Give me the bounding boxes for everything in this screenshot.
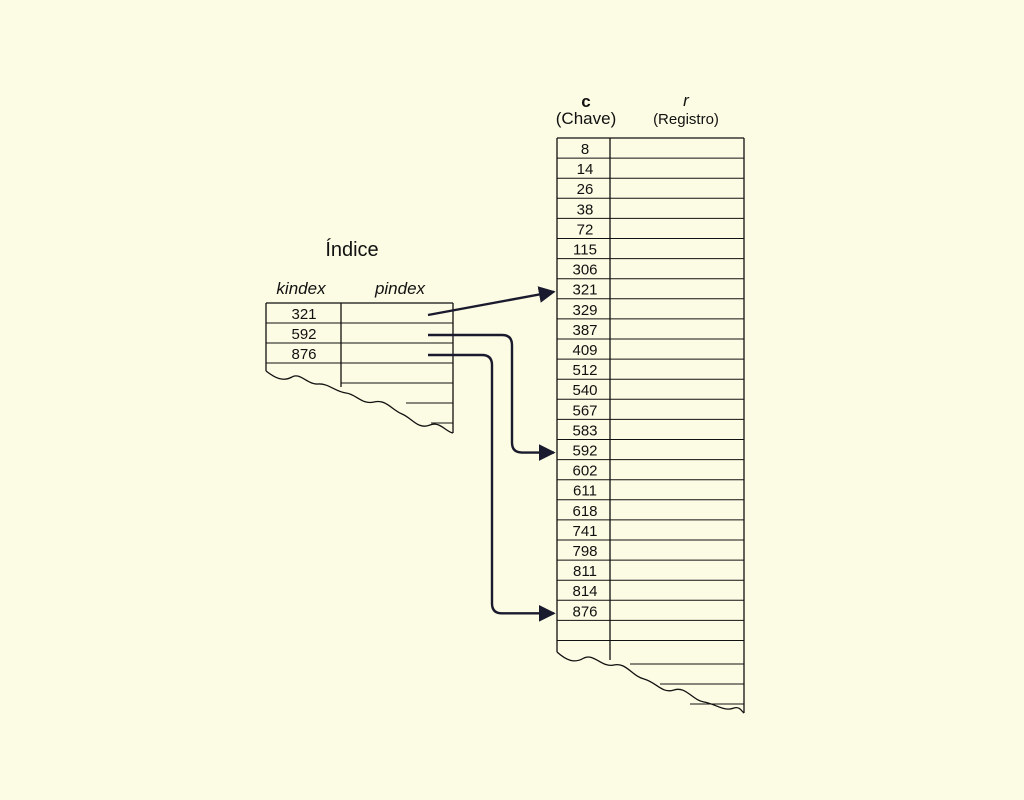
data-key-cell: 567: [572, 402, 597, 419]
data-key-cell: 602: [572, 463, 597, 480]
index-key-column: 321 592 876: [291, 306, 316, 363]
pointer-arrow-876: [428, 353, 556, 622]
data-key-cell: 72: [577, 221, 594, 238]
data-key-cell: 618: [572, 503, 597, 520]
data-key-cell: 512: [572, 362, 597, 379]
data-key-cell: 741: [572, 523, 597, 540]
record-column-subtitle: (Registro): [653, 111, 719, 128]
key-column-subtitle: (Chave): [556, 109, 616, 128]
key-column-title: c: [581, 92, 590, 111]
kindex-header: kindex: [276, 279, 326, 298]
data-key-cell: 321: [572, 282, 597, 299]
record-column-title: r: [683, 91, 690, 110]
data-torn-edge: [556, 651, 745, 714]
data-key-cell: 38: [577, 201, 594, 218]
data-key-cell: 115: [573, 242, 597, 259]
data-key-column: 8142638721153063213293874095125405675835…: [572, 141, 597, 620]
index-torn-edge: [265, 370, 454, 434]
data-key-cell: 387: [572, 322, 597, 339]
data-key-cell: 8: [581, 141, 589, 158]
data-key-cell: 26: [577, 181, 594, 198]
index-key-cell: 321: [291, 306, 316, 323]
data-key-cell: 306: [572, 262, 597, 279]
data-table: [556, 137, 745, 714]
data-key-cell: 611: [573, 483, 597, 500]
pointer-arrows: [427, 286, 556, 622]
data-key-cell: 876: [572, 603, 597, 620]
data-key-cell: 329: [572, 302, 597, 319]
index-key-cell: 876: [291, 346, 316, 363]
data-key-cell: 540: [572, 382, 597, 399]
index-table: [265, 302, 454, 434]
data-key-cell: 811: [573, 563, 597, 580]
data-key-cell: 798: [572, 543, 597, 560]
data-key-cell: 583: [572, 422, 597, 439]
data-key-cell: 814: [572, 583, 597, 600]
index-key-cell: 592: [291, 326, 316, 343]
data-key-cell: 592: [572, 443, 597, 460]
data-key-cell: 14: [577, 161, 594, 178]
data-key-cell: 409: [572, 342, 597, 359]
index-title: Índice: [325, 238, 378, 261]
pindex-header: pindex: [374, 279, 426, 298]
pointer-arrow-592: [428, 333, 556, 461]
pointer-arrow-321: [427, 286, 556, 317]
